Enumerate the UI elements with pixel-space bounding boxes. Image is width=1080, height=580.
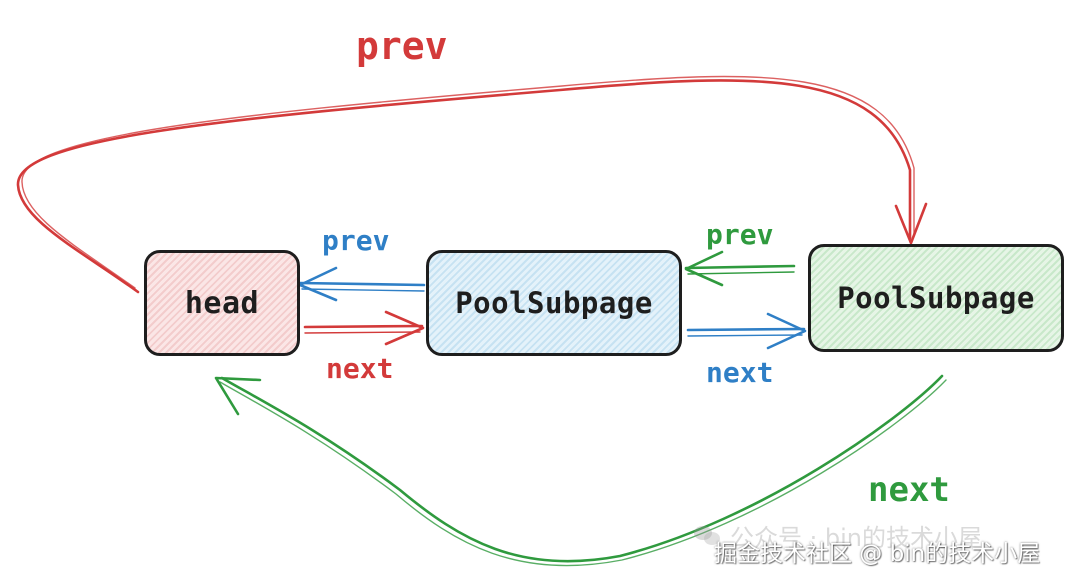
mid-next-arrowhead: [384, 310, 425, 346]
head-node-label: head: [184, 285, 260, 321]
middle-poolsubpage-node: PoolSubpage: [426, 250, 682, 356]
wechat-watermark-text: 公众号 · bin的技术小屋: [730, 524, 982, 552]
bottom-next-arrow: [220, 374, 944, 563]
right-poolsubpage-node: PoolSubpage: [808, 244, 1064, 352]
bottom-next-arrowhead: [214, 376, 262, 416]
mid-prev-label: prev: [322, 224, 390, 257]
top-prev-arrow-outline: [21, 75, 915, 289]
right-prev-arrowhead: [684, 250, 724, 287]
right-prev-label: prev: [706, 218, 774, 251]
head-node: head: [144, 250, 300, 356]
mid-prev-arrow: [298, 281, 426, 287]
right-next-label: next: [706, 356, 774, 389]
wechat-icon: [694, 524, 724, 548]
right-next-arrow-outline: [687, 334, 803, 337]
mid-next-arrow-outline: [304, 331, 421, 334]
top-prev-arrowhead: [894, 202, 928, 245]
right-next-arrowhead: [766, 312, 807, 350]
top-prev-label: prev: [356, 24, 448, 68]
right-next-arrow: [686, 327, 806, 332]
bottom-next-arrow-outline: [219, 379, 947, 567]
mid-prev-arrow-outline: [301, 288, 425, 292]
mid-next-arrow: [303, 324, 424, 329]
top-prev-arrow: [16, 79, 912, 294]
mid-next-label: next: [326, 352, 394, 385]
right-prev-arrow-outline: [687, 271, 795, 275]
bottom-next-label: next: [868, 470, 950, 510]
wechat-watermark: 公众号 · bin的技术小屋: [694, 518, 982, 553]
right-node-label: PoolSubpage: [837, 281, 1035, 315]
juejin-watermark: 掘金技术社区 @ bin的技术小屋: [714, 541, 1041, 567]
middle-node-label: PoolSubpage: [455, 286, 653, 320]
right-prev-arrow: [684, 264, 796, 270]
mid-prev-arrowhead: [298, 266, 338, 302]
